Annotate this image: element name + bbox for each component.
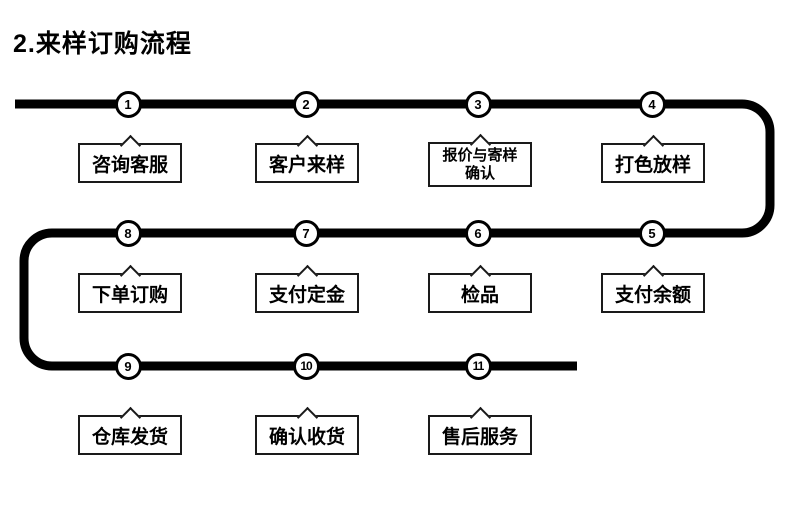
step-label: 支付余额	[614, 284, 691, 306]
step-label-box-11: 售后服务	[428, 406, 532, 455]
step-number-badge-2: 2	[292, 90, 320, 118]
step-number-badge-4: 4	[638, 90, 666, 118]
step-label-box-6: 检品	[428, 264, 532, 313]
step-number-badge-5: 5	[638, 219, 666, 247]
step-label-line2: 确认	[464, 164, 495, 182]
step-label: 仓库发货	[91, 426, 168, 448]
step-label-box-2: 客户来样	[255, 134, 359, 183]
step-number-badge-10: 10	[292, 352, 320, 380]
step-label: 确认收货	[268, 426, 345, 448]
step-label-box-5: 支付余额	[601, 264, 705, 313]
step-label-box-8: 下单订购	[78, 264, 182, 313]
page-title: 2.来样订购流程	[13, 30, 192, 58]
step-label: 支付定金	[268, 284, 345, 306]
step-label: 售后服务	[441, 426, 518, 448]
step-label-box-10: 确认收货	[255, 406, 359, 455]
step-label: 客户来样	[268, 154, 345, 176]
step-number-badge-11: 11	[464, 352, 492, 380]
step-number-badge-8: 8	[114, 219, 142, 247]
snake-flow-path	[15, 99, 775, 371]
step-label-box-1: 咨询客服	[78, 134, 182, 183]
step-label-box-7: 支付定金	[255, 264, 359, 313]
step-label: 下单订购	[91, 284, 168, 306]
step-number-badge-7: 7	[292, 219, 320, 247]
step-number-badge-3: 3	[464, 90, 492, 118]
step-label-box-3: 报价与寄样 确认	[428, 133, 532, 187]
step-number-badge-1: 1	[114, 90, 142, 118]
step-number-badge-6: 6	[464, 219, 492, 247]
step-label: 咨询客服	[91, 154, 168, 176]
step-number-badge-9: 9	[114, 352, 142, 380]
step-label: 打色放样	[614, 154, 691, 176]
step-label-line1: 报价与寄样	[442, 147, 518, 165]
step-label: 检品	[460, 284, 499, 306]
step-label: 报价与寄样 确认	[442, 147, 517, 182]
step-label-box-9: 仓库发货	[78, 406, 182, 455]
step-label-box-4: 打色放样	[601, 134, 705, 183]
